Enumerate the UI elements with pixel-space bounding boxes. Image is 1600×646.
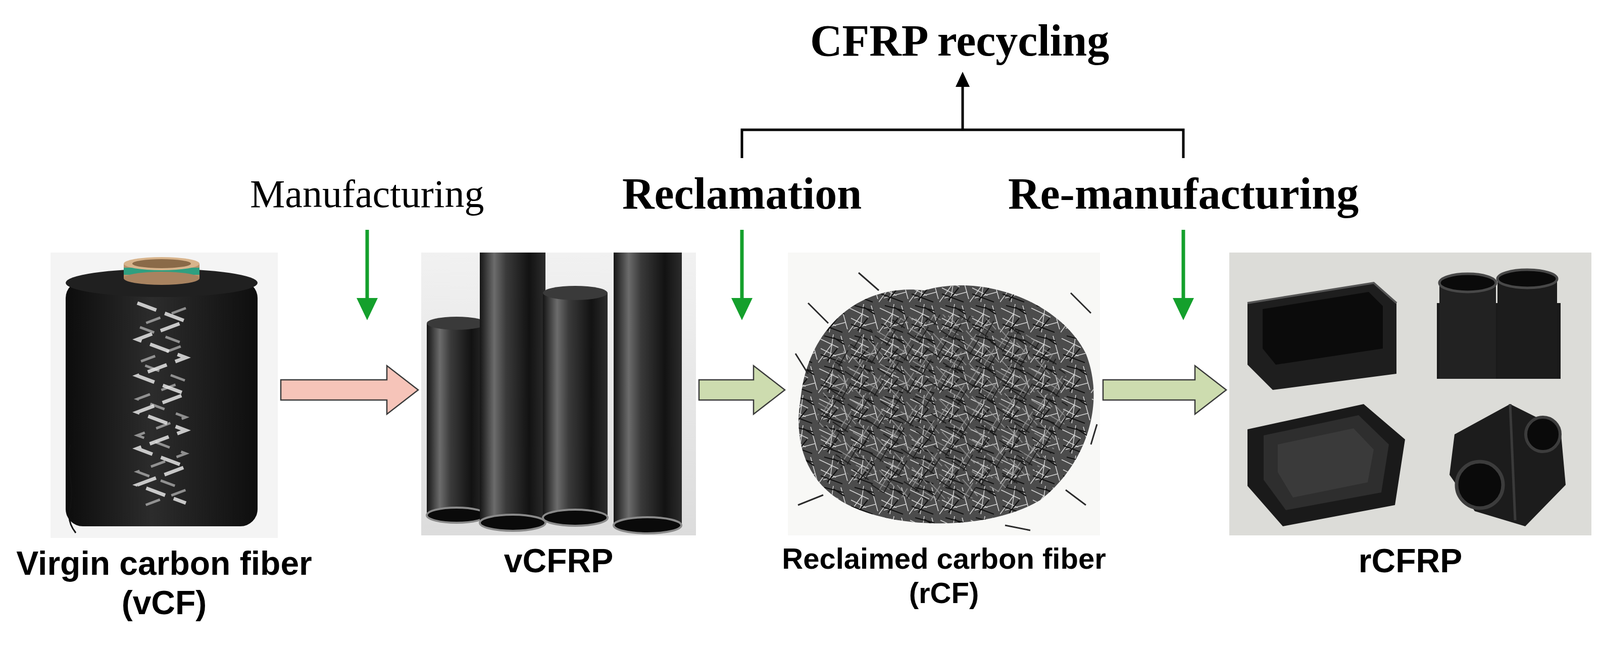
- tube-opening: [542, 509, 608, 526]
- core-hole: [132, 259, 191, 269]
- parts-illustration: [1229, 252, 1592, 536]
- fiber-pile-illustration: [787, 252, 1100, 536]
- duct-opening: [1525, 417, 1561, 452]
- tube-opening: [613, 517, 682, 534]
- step-label: Re-manufacturing: [1008, 169, 1359, 219]
- fiber-streaks: [137, 308, 186, 509]
- bowl-inside: [1263, 415, 1389, 511]
- tube-end: [542, 285, 608, 300]
- spool-top: [65, 268, 258, 297]
- pointer-line: [740, 229, 744, 299]
- caption-box: Reclaimed carbon fiber (rCF): [762, 541, 1126, 611]
- tube: [479, 252, 546, 523]
- image-panel: vCFRP: [421, 252, 696, 536]
- cup-opening: [1439, 273, 1496, 292]
- tray-opening: [1262, 291, 1383, 365]
- arrow-head: [356, 297, 378, 321]
- recycling-bracket: [741, 71, 1184, 159]
- cup-opening: [1497, 269, 1558, 288]
- tray-edge: [1247, 282, 1397, 304]
- block-arrow: [280, 365, 419, 415]
- node-caption: rCFRP: [1358, 541, 1463, 581]
- diagram-title: CFRP recycling: [810, 16, 1110, 66]
- fiber-streaks: [137, 303, 186, 504]
- cup-holder-part: [1439, 282, 1496, 379]
- loose-strand: [68, 444, 76, 533]
- duct-part: [1449, 404, 1566, 527]
- block-arrow: [698, 365, 785, 415]
- node-caption: Virgin carbon fiber (vCF): [2, 543, 326, 623]
- tube-opening: [479, 514, 546, 531]
- fiber-pile: [798, 285, 1094, 524]
- node-caption: Reclaimed carbon fiber (rCF): [762, 541, 1126, 611]
- core-top: [123, 257, 200, 271]
- tube: [542, 292, 608, 518]
- step-label: Reclamation: [622, 169, 862, 219]
- fiber-texture: [817, 314, 1069, 502]
- pointer-line: [365, 229, 370, 299]
- bowl-floor: [1277, 428, 1374, 498]
- tube-end: [426, 316, 487, 330]
- node-caption: vCFRP: [504, 541, 614, 581]
- tube-opening: [426, 507, 487, 523]
- caption-box: rCFRP: [1358, 541, 1463, 581]
- caption-box: vCFRP: [504, 541, 614, 581]
- bracket-stem: [961, 84, 965, 130]
- image-panel: Virgin carbon fiber (vCF): [50, 252, 278, 538]
- tube: [426, 323, 487, 516]
- bracket-line: [741, 129, 1184, 159]
- spool-body: [65, 280, 258, 527]
- cup-holder-part: [1497, 278, 1558, 379]
- fiber-texture: [798, 285, 1094, 524]
- bowl-part: [1247, 404, 1406, 527]
- duct-opening: [1456, 461, 1504, 509]
- photo-ground: [1229, 252, 1592, 536]
- stray-fibers: [795, 272, 1097, 531]
- core-base: [123, 271, 200, 285]
- block-arrow: [1103, 365, 1227, 415]
- caption-box: Virgin carbon fiber (vCF): [2, 543, 326, 623]
- arrow-head: [731, 297, 753, 321]
- arrow-head: [1172, 297, 1194, 321]
- photo-ground: [787, 252, 1100, 536]
- tray-part: [1247, 282, 1397, 390]
- arrow-head: [955, 71, 970, 87]
- image-panel: Reclaimed carbon fiber (rCF): [787, 252, 1100, 536]
- image-panel: rCFRP: [1229, 252, 1592, 536]
- duct-rib: [1510, 404, 1516, 521]
- tubes-illustration: [421, 252, 696, 536]
- pointer-line: [1181, 229, 1186, 299]
- photo-ground: [421, 252, 696, 536]
- spool-illustration: [50, 252, 278, 538]
- photo-ground: [50, 252, 278, 538]
- step-label: Manufacturing: [250, 172, 485, 216]
- tube: [613, 252, 682, 526]
